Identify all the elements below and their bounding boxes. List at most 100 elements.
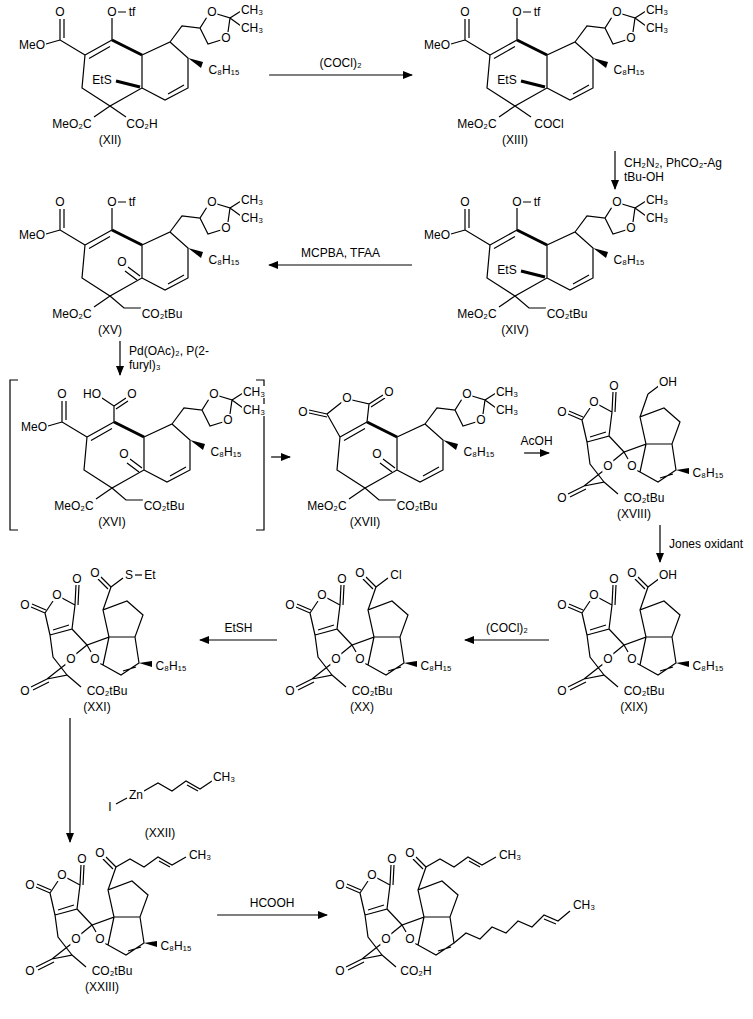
- structure-xvii: [309, 393, 496, 500]
- atom-label: CH₃: [212, 771, 236, 783]
- compound-number: (XVII): [349, 516, 382, 528]
- atom-label: O: [116, 256, 127, 268]
- atom-label: O: [334, 965, 345, 977]
- atom-label: MeO₂C: [51, 308, 92, 320]
- atom-label: O: [56, 388, 67, 400]
- atom-label: O: [475, 414, 486, 426]
- atom-label: EtS: [496, 74, 517, 86]
- atom-label: CH₃: [240, 4, 264, 16]
- compound-number: (XIX): [619, 701, 648, 713]
- atom-label: C₈H₁₅: [612, 64, 645, 76]
- atom-label: CH₃: [495, 404, 519, 416]
- atom-label: O: [556, 406, 567, 418]
- atom-label: O: [126, 388, 137, 400]
- atom-label: HO: [82, 388, 102, 400]
- reaction-arrow: [524, 452, 549, 453]
- atom-label: O: [24, 879, 35, 891]
- atom-label: O: [54, 196, 65, 208]
- reaction-arrow: [69, 718, 70, 842]
- reaction-arrow: [614, 151, 615, 189]
- atom-label: MeO: [20, 421, 48, 433]
- atom-label: O: [56, 869, 67, 881]
- atom-label: CH₃: [240, 212, 264, 224]
- atom-label: O: [380, 933, 391, 945]
- atom-label: O: [208, 388, 219, 400]
- atom-label: O: [336, 573, 347, 585]
- atom-label: MeO: [423, 229, 451, 241]
- atom-label: CH₃: [495, 386, 519, 398]
- compound-number: (XXI): [82, 701, 111, 713]
- compound: OOOOCH₃OOOC₈H₁₅CO₂tBu(XXIII): [20, 845, 214, 995]
- structure-xxiii: [36, 857, 186, 970]
- reagent-label: AcOH: [519, 434, 555, 448]
- atom-label: O: [386, 853, 397, 865]
- atom-label: O: [94, 847, 105, 859]
- atom-label: O: [625, 32, 636, 44]
- compound: OOOOOHOOOC₈H₁₅CO₂tBu(XIX): [552, 565, 734, 715]
- atom-label: CH₃: [188, 849, 212, 861]
- atom-label: CH₃: [645, 194, 669, 206]
- atom-label: O: [89, 653, 100, 665]
- compound-number: (XX): [349, 701, 375, 713]
- reagent-label: MCPBA, TFAA: [299, 246, 382, 260]
- atom-label: O: [626, 460, 637, 472]
- atom-label: O: [626, 567, 637, 579]
- atom-label: CO₂tBu: [141, 308, 184, 320]
- atom-label: C₈H₁₅: [462, 446, 495, 458]
- atom-label: CH₃: [645, 212, 669, 224]
- atom-label: O: [611, 196, 622, 208]
- reaction-arrow: [119, 341, 120, 375]
- atom-label: CH₃: [240, 194, 264, 206]
- atom-label: C₈H₁₅: [207, 64, 240, 76]
- atom-label: MeO₂C: [51, 118, 92, 130]
- atom-label: O: [284, 685, 295, 697]
- atom-label: MeO₂C: [53, 500, 94, 512]
- atom-label: O: [556, 492, 567, 504]
- atom-label: MeO: [18, 229, 46, 241]
- atom-label: O: [206, 196, 217, 208]
- atom-label: O: [330, 653, 341, 665]
- atom-label: O: [76, 853, 87, 865]
- atom-label: O: [404, 933, 415, 945]
- atom-label: O: [19, 599, 30, 611]
- atom-label: O: [608, 573, 619, 585]
- reagent-label: Pd(OAc)₂, P(2-furyl)₃: [127, 344, 231, 373]
- atom-label: O: [24, 965, 35, 977]
- reagent-label: (COCl)₂: [484, 621, 530, 635]
- atom-label: O: [608, 380, 619, 392]
- atom-label: O: [626, 653, 637, 665]
- structure-xiii: [451, 11, 646, 117]
- structure-xiv: [451, 201, 646, 308]
- atom-label: EtS: [496, 264, 517, 276]
- atom-label: O: [71, 573, 82, 585]
- compound: OtfOMeOOOCH₃CH₃EtSC₈H₁₅MeO₂CCOCl(XIII): [415, 2, 671, 148]
- compound-number: (XXIII): [84, 981, 120, 993]
- atom-label: O: [284, 599, 295, 611]
- structure-xxi: [31, 575, 152, 690]
- compound-number: (XIII): [501, 134, 529, 146]
- reaction-arrow: [659, 525, 660, 562]
- structure-xxii: [116, 781, 212, 804]
- atom-label: CH₃: [645, 22, 669, 34]
- compound: OOOOCH₃OOOCH₃CO₂H: [330, 845, 600, 985]
- atom-label: O: [54, 6, 65, 18]
- compound: OtfOMeOOOCH₃CH₃EtSC₈H₁₅MeO₂CCO₂tBu(XIV): [415, 192, 671, 338]
- atom-label: CH₃: [645, 4, 669, 16]
- compound: OtfOMeOOOCH₃CH₃EtSC₈H₁₅MeO₂CCO₂H(XII): [10, 2, 266, 148]
- atom-label: O: [316, 589, 327, 601]
- compound-number: (XII): [98, 134, 123, 146]
- structure-xv: [46, 201, 241, 308]
- atom-label: MeO₂C: [456, 118, 497, 130]
- atom-label: CO₂tBu: [143, 500, 186, 512]
- atom-label: O: [220, 32, 231, 44]
- atom-label: O: [556, 685, 567, 697]
- atom-label: O: [602, 653, 613, 665]
- atom-label: O: [297, 406, 308, 418]
- atom-label: O: [94, 933, 105, 945]
- structure-xii: [46, 11, 241, 117]
- atom-label: Zn: [128, 789, 144, 801]
- atom-label: O: [461, 388, 472, 400]
- atom-label: O: [354, 567, 365, 579]
- atom-label: O: [588, 396, 599, 408]
- atom-label: CO₂tBu: [623, 685, 666, 697]
